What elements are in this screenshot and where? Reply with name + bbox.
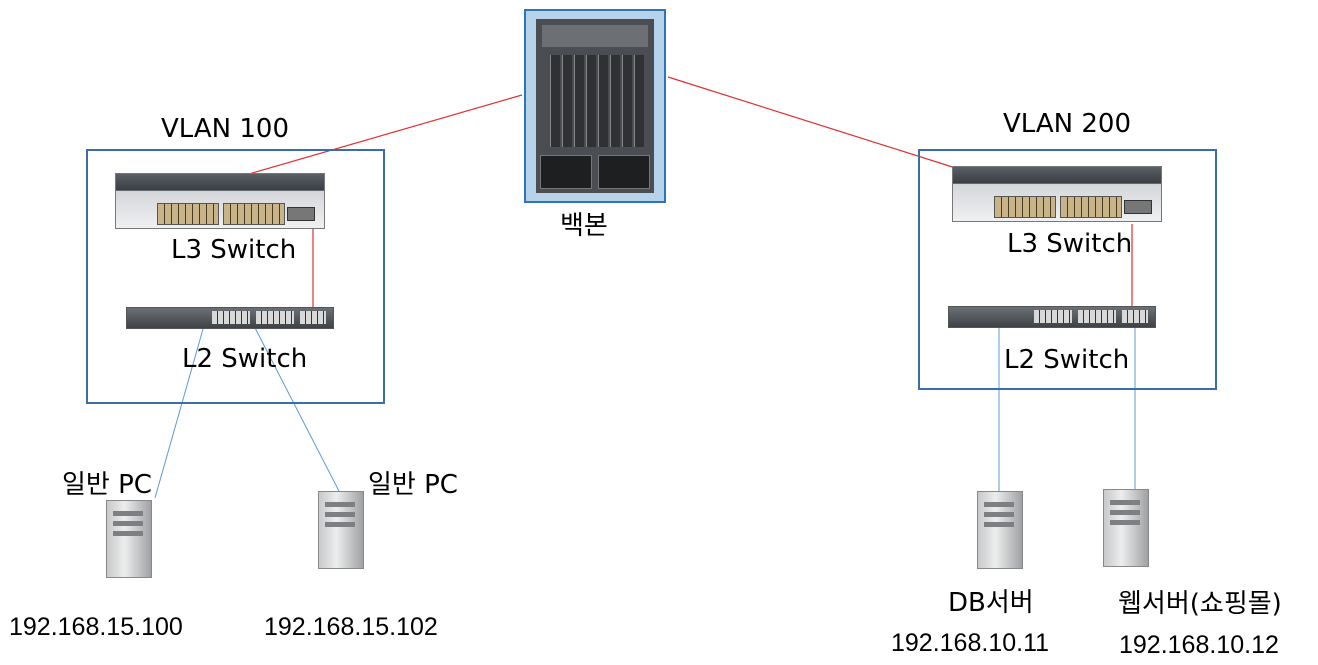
l2-switch-icon xyxy=(126,307,334,329)
host-label: 웹서버(쇼핑몰) xyxy=(1118,589,1282,619)
backbone-label: 백본 xyxy=(560,211,608,241)
pc-tower-icon xyxy=(106,500,152,578)
vlan-200-box xyxy=(918,149,1217,390)
host-label: 일반 PC xyxy=(62,470,152,500)
host-label: 일반 PC xyxy=(368,470,458,500)
l3-switch-label: L3 Switch xyxy=(1007,229,1133,259)
l2-switch-label: L2 Switch xyxy=(1004,345,1130,375)
l3-switch-icon xyxy=(952,166,1162,222)
vlan-100-box xyxy=(86,149,385,404)
link-backbone-vlan100 xyxy=(227,94,523,181)
link-backbone-vlan200 xyxy=(667,76,963,171)
vlan-100-label: VLAN 100 xyxy=(161,114,289,144)
host-ip: 192.168.15.100 xyxy=(9,613,183,641)
link-l2-pc2 xyxy=(251,321,341,494)
host-ip: 192.168.10.11 xyxy=(891,629,1050,657)
backbone-router-icon xyxy=(524,9,666,203)
pc-tower-icon xyxy=(318,491,364,569)
l3-switch-label: L3 Switch xyxy=(171,235,297,265)
server-tower-icon xyxy=(977,491,1023,569)
link-l2-pc1 xyxy=(154,321,206,499)
l2-switch-label: L2 Switch xyxy=(182,344,308,374)
l3-switch-icon xyxy=(115,173,325,229)
host-ip: 192.168.15.102 xyxy=(264,613,438,641)
l2-switch-icon xyxy=(948,306,1156,328)
host-ip: 192.168.10.12 xyxy=(1119,631,1279,659)
vlan-200-label: VLAN 200 xyxy=(1003,109,1131,139)
host-label: DB서버 xyxy=(948,588,1034,618)
server-tower-icon xyxy=(1103,489,1149,567)
